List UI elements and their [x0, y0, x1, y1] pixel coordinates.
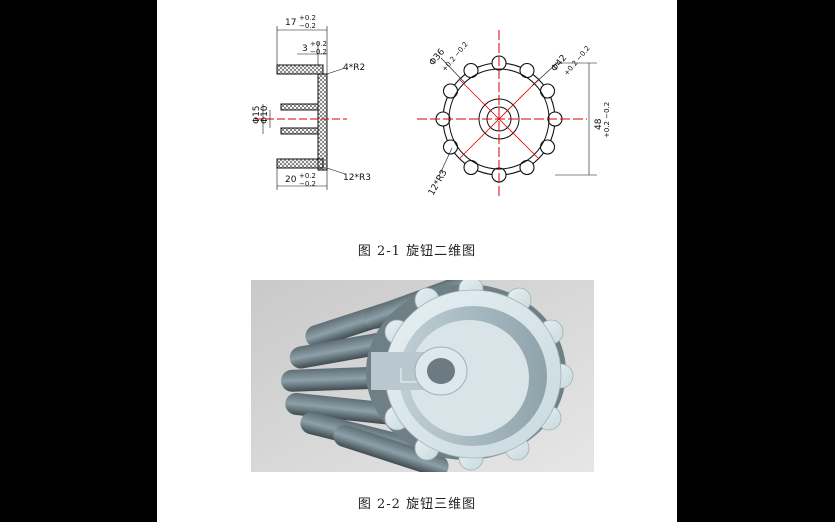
front-view: Φ36 +0.2 −0.2 Φ42 +0.2 −0.2 48 +0.2 −0.2…: [417, 30, 611, 198]
dim-48-tol: +0.2 −0.2: [603, 102, 611, 138]
dim-20-tol-up: +0.2: [299, 172, 316, 180]
dim-20: 20: [285, 175, 297, 185]
dim-3: 3: [302, 44, 308, 54]
figure-caption-3d: 图 2-2 旋钮三维图: [357, 497, 477, 512]
dim-phi15: Φ15: [252, 105, 262, 124]
dim-3-tol-dn: −0.2: [310, 48, 327, 56]
figure-caption-2d: 图 2-1 旋钮二维图: [357, 244, 477, 259]
dim-r3-right: 12*R3: [427, 168, 450, 197]
dim-r2: 4*R2: [343, 63, 365, 73]
document-page: 17 +0.2 −0.2 3 +0.2 −0.2 4*R2 Φ15 Φ10 20…: [157, 0, 677, 522]
dim-3-tol-up: +0.2: [310, 40, 327, 48]
dim-17-tol-up: +0.2: [299, 14, 316, 22]
dim-17-tol-dn: −0.2: [299, 22, 316, 30]
dim-48: 48: [594, 118, 604, 130]
knob-3d-render: [251, 280, 594, 472]
dim-20-tol-dn: −0.2: [299, 180, 316, 188]
section-view: 17 +0.2 −0.2 3 +0.2 −0.2 4*R2 Φ15 Φ10 20…: [252, 14, 371, 190]
dim-17: 17: [285, 18, 296, 28]
dim-phi10: Φ10: [260, 105, 270, 124]
knob-2d-drawing: 17 +0.2 −0.2 3 +0.2 −0.2 4*R2 Φ15 Φ10 20…: [252, 14, 611, 198]
dim-r3-left: 12*R3: [343, 173, 371, 183]
